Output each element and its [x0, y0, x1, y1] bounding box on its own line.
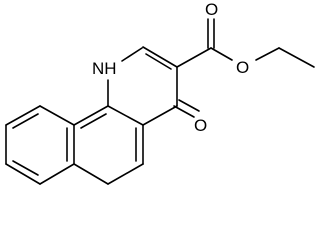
left-benzene-ring — [5, 105, 75, 185]
pyridinone-ring — [107, 46, 178, 126]
bond-ch2-ch3 — [278, 47, 315, 68]
bond-c4a-c10b — [107, 105, 144, 126]
bond-c10a-c10b-inner — [80, 113, 107, 129]
bond-c4-o — [173, 105, 195, 118]
ester-group — [176, 18, 315, 68]
bond-c2-c3-inner — [145, 53, 172, 70]
bond-c6-c6a — [73, 163, 109, 185]
nh-label: NH — [92, 59, 117, 78]
bond-c8-c7 — [5, 163, 41, 185]
carbonyl-oxygen-label: O — [205, 0, 218, 19]
bond-c4-o-double — [178, 99, 200, 112]
bond-c8-c7-inner — [12, 160, 39, 176]
bond-carbonyl-ester-o — [210, 47, 233, 61]
bond-c10a-c10 — [39, 105, 75, 126]
chemical-structure-diagram: NH O O O — [5, 0, 315, 185]
bond-c3-carbonyl — [176, 47, 212, 68]
bond-c5-c6 — [107, 163, 144, 185]
bond-nh-c2 — [121, 47, 143, 62]
middle-benzene-ring — [73, 105, 144, 185]
ketone-oxygen-label: O — [194, 116, 207, 135]
ester-oxygen-label: O — [236, 58, 249, 77]
bond-c7-c6a — [39, 163, 75, 185]
ketone-group — [173, 99, 200, 118]
bond-c4-c4a — [142, 105, 178, 126]
bond-c10a-c10b — [73, 105, 109, 126]
bond-ester-o-ch2 — [255, 47, 280, 61]
bond-c10-c9 — [5, 105, 41, 126]
bond-c2-c3 — [142, 46, 178, 68]
bond-c10-c9-inner — [12, 113, 39, 129]
